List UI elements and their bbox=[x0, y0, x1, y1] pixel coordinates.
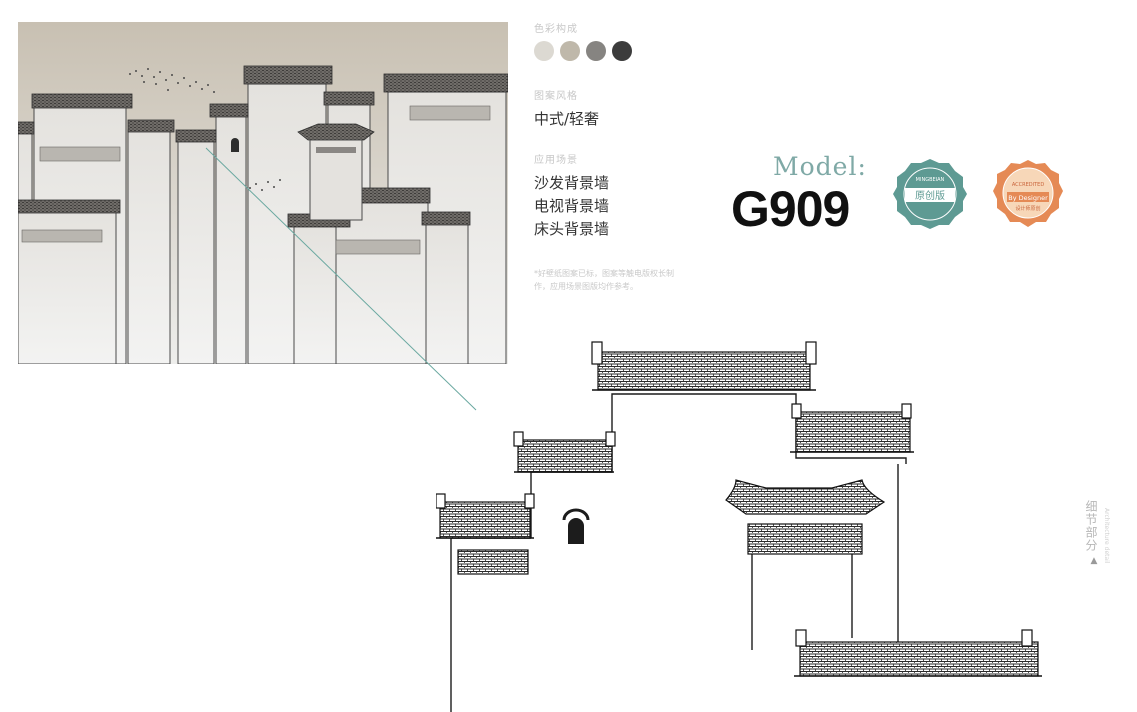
color-swatch bbox=[612, 41, 632, 61]
detail-sub-label: Architecture detail bbox=[1103, 508, 1110, 564]
color-swatches bbox=[534, 41, 694, 61]
detail-side-note: 细节部分 ▲ bbox=[1083, 500, 1105, 569]
model-label: Model: bbox=[773, 152, 867, 181]
architecture-detail-drawing bbox=[436, 341, 1042, 712]
model-code: G909 bbox=[731, 181, 850, 237]
badge-top-text: MINGBEIAN bbox=[916, 177, 945, 183]
wallpaper-preview bbox=[18, 22, 508, 364]
style-label: 图案风格 bbox=[534, 91, 578, 102]
badge-seal-icon bbox=[993, 160, 1063, 227]
up-arrow-icon: ▲ bbox=[1090, 556, 1098, 566]
badge-main-text: 原创版 bbox=[915, 189, 945, 202]
color-label: 色彩构成 bbox=[534, 24, 578, 35]
style-value: 中式/轻奢 bbox=[534, 110, 600, 128]
badge-bottom-text: 设计师原创 bbox=[1015, 205, 1040, 212]
disclaimer-note: *好壁纸图案已标，图案等触电版权长制作，应用场景图版均作参考。 bbox=[534, 269, 674, 291]
color-swatch bbox=[560, 41, 580, 61]
usage-item: 沙发背景墙 bbox=[534, 174, 610, 192]
color-swatch bbox=[586, 41, 606, 61]
color-swatch bbox=[534, 41, 554, 61]
badge-seal-icon bbox=[893, 159, 967, 229]
ink-architecture-artwork bbox=[18, 22, 508, 364]
usage-item: 床头背景墙 bbox=[534, 220, 610, 238]
original-badge: MINGBEIAN 原创版 bbox=[893, 159, 967, 229]
badge-top-text: ACCREDITED bbox=[1012, 182, 1044, 188]
designer-badge: ACCREDITED By Designer 设计师原创 bbox=[993, 160, 1063, 227]
product-info: 色彩构成 图案风格 中式/轻奢 应用场景 沙发背景墙 电视背景墙 床头背景墙 *… bbox=[534, 20, 694, 293]
badge-main-text: By Designer bbox=[1008, 194, 1048, 202]
usage-label: 应用场景 bbox=[534, 155, 578, 166]
detail-label: 细节部分 bbox=[1084, 500, 1098, 552]
usage-item: 电视背景墙 bbox=[534, 197, 610, 215]
